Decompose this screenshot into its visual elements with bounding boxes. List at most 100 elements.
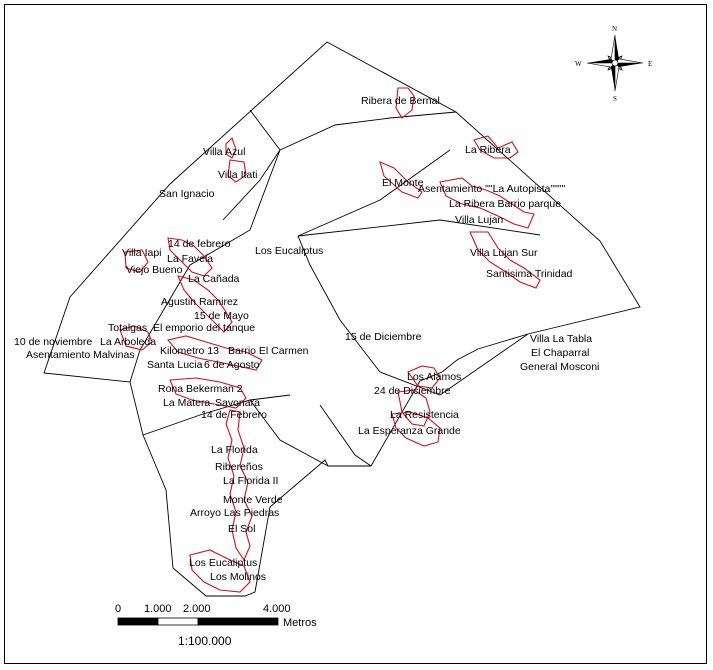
villa-azul-outline bbox=[225, 136, 237, 159]
villa-lujan-sur-outline bbox=[469, 231, 541, 289]
label-agustin-ramirez: Agustin Ramirez bbox=[161, 296, 238, 308]
boundary-line-5 bbox=[297, 149, 451, 237]
scale-segment-1 bbox=[117, 617, 159, 626]
boundary-line-11 bbox=[249, 399, 329, 467]
compass-star-e bbox=[615, 63, 643, 67]
alamos-outline bbox=[407, 365, 441, 389]
label-villa-azul: Villa Azul bbox=[203, 146, 245, 158]
label-el-emporio: El emporio del tanque bbox=[153, 322, 255, 334]
label-monte-verde: Monte Verde bbox=[223, 494, 283, 506]
villa-iapi-outline bbox=[124, 249, 149, 273]
label-la-arboleda: La Arboleda bbox=[100, 336, 156, 348]
compass-star-s bbox=[611, 63, 615, 91]
resistencia-outline bbox=[391, 411, 441, 447]
compass-rose: N S E W bbox=[575, 25, 652, 103]
label-el-sol: El Sol bbox=[228, 523, 255, 535]
label-la-resistencia: La Resistencia bbox=[390, 409, 459, 421]
label-la-florida: La Florida bbox=[211, 444, 258, 456]
compass-star-n2 bbox=[610, 34, 616, 64]
compass-n-label: N bbox=[612, 25, 617, 33]
label-los-eucaliptus-b: Los Eucaliptus bbox=[189, 557, 257, 569]
autopista-outline bbox=[439, 177, 535, 229]
kilometro-outline bbox=[166, 335, 263, 371]
compass-s-label: S bbox=[613, 95, 617, 103]
scale-segment-2 bbox=[157, 617, 199, 626]
compass-star-e2 bbox=[614, 58, 644, 64]
label-kilometro-13: Kilometro 13 bbox=[160, 345, 219, 357]
label-los-molinos: Los Molinos bbox=[210, 571, 266, 583]
scale-bar: 0 1.000 2.000 4.000 Metros 1:100.000 bbox=[115, 603, 317, 648]
label-14-de-febrero-a: 14 de febrero bbox=[168, 238, 231, 250]
boundary-line-4 bbox=[129, 149, 281, 383]
boundary-line-9 bbox=[319, 404, 372, 467]
compass-star-w2 bbox=[586, 62, 616, 68]
boundary-line-6 bbox=[297, 235, 381, 373]
label-villa-itati: Villa Itati bbox=[218, 169, 258, 181]
label-la-canada: La Cañada bbox=[188, 273, 240, 285]
label-villa-iapi: Villa Iapi bbox=[122, 247, 162, 259]
rona-outline bbox=[169, 377, 247, 409]
compass-star-w bbox=[587, 59, 615, 63]
label-14-de-febrero-b: 14 de Febrero bbox=[201, 409, 267, 421]
district-boundaries bbox=[43, 41, 641, 597]
compass-e-label: E bbox=[648, 60, 652, 68]
villa-itati-outline bbox=[227, 159, 247, 183]
label-savonara: Savonara bbox=[215, 397, 260, 409]
outer-boundary bbox=[43, 41, 641, 597]
label-24-de-diciembre: 24 de Diciembre bbox=[374, 385, 451, 397]
label-10-de-noviembre: 10 de noviembre bbox=[14, 336, 92, 348]
label-santisima-trinidad: Santisima Trinidad bbox=[486, 268, 573, 280]
scale-tick-2000: 2.000 bbox=[183, 603, 211, 615]
label-villa-lujan: Villa Lujan bbox=[455, 214, 503, 226]
label-villa-la-tabla: Villa La Tabla bbox=[530, 333, 592, 345]
label-el-chaparral: El Chaparral bbox=[531, 347, 589, 359]
compass-star-n bbox=[615, 35, 619, 63]
scale-tick-1000: 1.000 bbox=[144, 603, 172, 615]
label-15-de-mayo: 15 de Mayo bbox=[194, 310, 249, 322]
arboleda-outline bbox=[119, 325, 153, 351]
place-labels: Ribera de Bernal Villa Azul Villa Itati … bbox=[14, 95, 599, 583]
map-frame bbox=[4, 4, 707, 664]
boundary-line-1 bbox=[222, 109, 281, 221]
label-ribera-de-bernal: Ribera de Bernal bbox=[361, 95, 440, 107]
label-viejo-bueno: Viejo Bueno bbox=[126, 264, 183, 276]
label-la-ribera-barrio-parque: La Ribera Barrio parque bbox=[449, 198, 561, 210]
label-15-de-diciembre: 15 de Diciembre bbox=[345, 331, 422, 343]
label-totalgas: Totalgas bbox=[108, 322, 147, 334]
label-la-ribera: La Ribera bbox=[465, 144, 511, 156]
label-la-florida-ii: La Florida II bbox=[223, 475, 278, 487]
label-riberenos: Ribereños bbox=[215, 461, 263, 473]
label-villa-lujan-sur: Villa Lujan Sur bbox=[470, 247, 538, 259]
label-general-mosconi: General Mosconi bbox=[520, 361, 599, 373]
scale-unit-label: Metros bbox=[283, 617, 317, 629]
label-la-favela: La Favela bbox=[167, 253, 213, 265]
label-el-monte: El Monte bbox=[382, 177, 424, 189]
label-los-eucaliptus-a: Los Eucaliptus bbox=[255, 245, 323, 257]
diciembre-outline bbox=[397, 389, 431, 427]
scale-tick-0: 0 bbox=[115, 603, 121, 615]
label-los-alamos: Los Alamos bbox=[407, 371, 461, 383]
scale-tick-4000: 4.000 bbox=[263, 603, 291, 615]
label-barrio-el-carmen: Barrio El Carmen bbox=[228, 345, 309, 357]
compass-w-label: W bbox=[575, 60, 582, 68]
scale-ratio: 1:100.000 bbox=[178, 634, 232, 648]
canada-outline bbox=[177, 275, 233, 333]
label-la-matera: La Matera bbox=[163, 397, 210, 409]
label-6-de-agosto: 6 de Agosto bbox=[204, 359, 260, 371]
boundary-line-7 bbox=[297, 219, 541, 237]
label-santa-lucia: Santa Lucia bbox=[147, 359, 203, 371]
label-asentamiento-autopista: Asentamiento ""La Autopista"""" bbox=[418, 183, 566, 195]
boundary-line-10 bbox=[142, 394, 291, 436]
compass-center bbox=[611, 59, 619, 67]
la-ribera-outline bbox=[473, 135, 519, 159]
label-rona-bekerman: Rona Bekerman 2 bbox=[158, 383, 243, 395]
label-san-ignacio: San Ignacio bbox=[159, 188, 215, 200]
florida-corridor-outline bbox=[225, 409, 253, 562]
settlement-outlines bbox=[119, 87, 541, 593]
label-la-esperanza-grande: La Esperanza Grande bbox=[358, 425, 461, 437]
scale-segment-3 bbox=[197, 617, 279, 626]
compass-star-s2 bbox=[614, 62, 620, 92]
boundary-line-2 bbox=[279, 117, 391, 151]
ribera-de-bernal-outline bbox=[395, 87, 415, 119]
